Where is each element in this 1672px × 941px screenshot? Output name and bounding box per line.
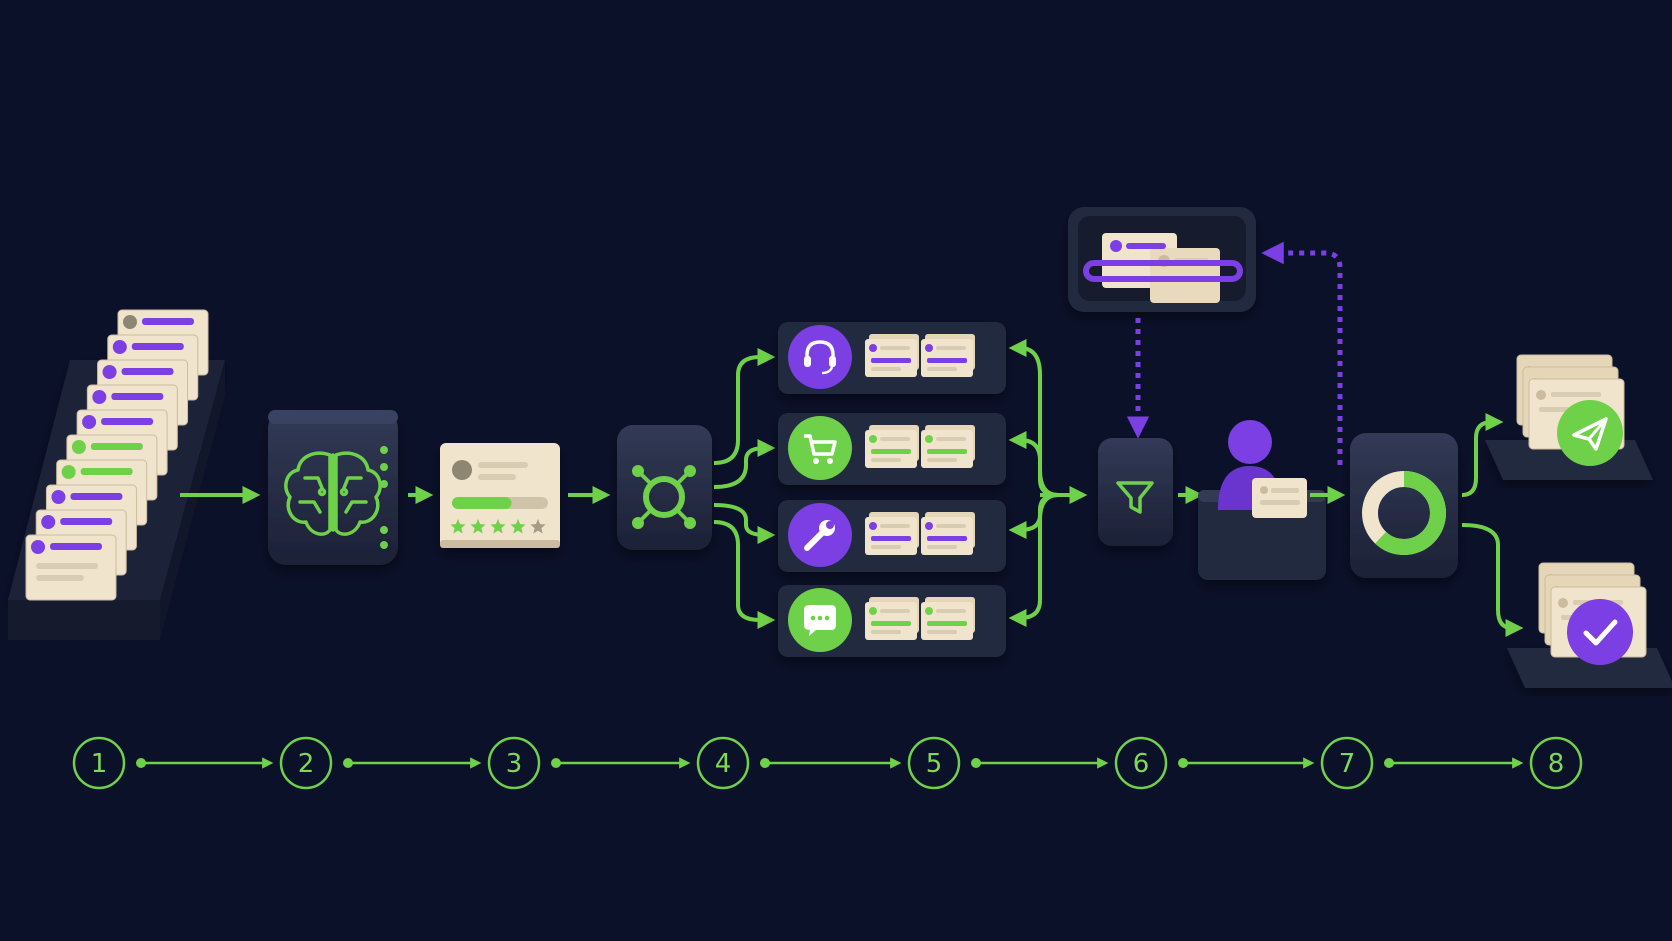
ticket-card <box>865 597 919 640</box>
shopping-cart-icon <box>788 416 852 480</box>
step-connector <box>971 757 1109 769</box>
brain-icon <box>284 451 382 536</box>
step-connector <box>760 757 902 769</box>
human-agent-desk <box>1198 420 1326 580</box>
ticket-card <box>921 597 975 640</box>
priority-bar-fill <box>452 497 512 509</box>
headset-icon <box>788 325 852 389</box>
funnel-icon <box>1116 481 1154 514</box>
star-rating <box>450 519 546 534</box>
paper-plane-icon <box>1557 400 1623 466</box>
department-queues <box>778 322 1006 657</box>
review-queue-tray <box>1068 207 1256 312</box>
step-number: 7 <box>1339 749 1356 779</box>
step-4: 4 <box>696 736 750 790</box>
star-icon <box>510 519 526 534</box>
hub-icon <box>632 465 696 529</box>
avatar <box>452 460 472 480</box>
step-number: 6 <box>1133 749 1150 779</box>
department-row <box>778 413 1006 485</box>
step-5: 5 <box>907 736 961 790</box>
step-8: 8 <box>1529 736 1583 790</box>
step-number: 2 <box>298 749 315 779</box>
outcome-tray <box>1485 354 1653 480</box>
step-number: 4 <box>715 749 732 779</box>
outcome-trays <box>1485 354 1672 688</box>
step-number: 1 <box>91 749 108 779</box>
ticket-card <box>865 334 919 377</box>
ai-classifier-box <box>268 410 398 565</box>
step-1: 1 <box>72 736 126 790</box>
step-connector <box>136 757 274 769</box>
step-connector <box>1178 757 1315 769</box>
step-connector <box>343 757 482 769</box>
resolution-donut <box>1362 471 1446 555</box>
router-hub-box <box>617 425 712 550</box>
donut-segment <box>1362 471 1446 555</box>
status-dots <box>380 446 388 549</box>
star-icon <box>530 519 546 534</box>
ticket-cards <box>25 309 209 601</box>
step-number: 5 <box>926 749 943 779</box>
step-6: 6 <box>1114 736 1168 790</box>
step-number: 8 <box>1548 749 1565 779</box>
ticket-card <box>921 512 975 555</box>
ticket-card <box>25 534 117 601</box>
step-connector <box>551 757 691 769</box>
star-icon <box>470 519 486 534</box>
department-row <box>778 500 1006 572</box>
outcome-arrows <box>1461 413 1524 637</box>
analytics-box <box>1350 433 1458 578</box>
agent-avatar <box>1228 420 1272 464</box>
check-icon <box>1567 599 1633 665</box>
priority-score-card <box>440 443 560 548</box>
ticket-card <box>921 425 975 468</box>
star-icon <box>450 519 466 534</box>
step-3: 3 <box>487 736 541 790</box>
star-icon <box>490 519 506 534</box>
route-arrows <box>713 348 776 629</box>
department-row <box>778 322 1006 394</box>
wrench-icon <box>788 503 852 567</box>
outcome-tray <box>1507 562 1672 688</box>
step-number: 3 <box>506 749 523 779</box>
step-2: 2 <box>279 736 333 790</box>
chat-bubble-icon <box>788 588 852 652</box>
filter-box <box>1098 438 1173 546</box>
step-7: 7 <box>1320 736 1374 790</box>
department-row <box>778 585 1006 657</box>
incoming-tickets-stack <box>8 309 225 640</box>
merge-arrows <box>1008 339 1088 627</box>
escalation-arrow <box>1261 241 1343 465</box>
ticket-card <box>921 334 975 377</box>
step-connector <box>1384 757 1524 769</box>
ticket-card <box>865 425 919 468</box>
step-timeline: 1 2 3 4 5 6 7 8 <box>72 736 1583 790</box>
ticket-card <box>865 512 919 555</box>
